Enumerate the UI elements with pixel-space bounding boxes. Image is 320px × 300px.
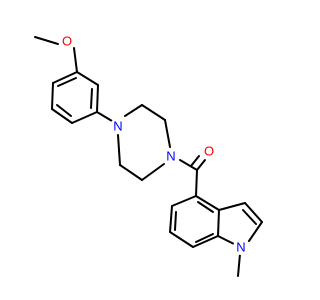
piperazine-acyl-nitrogen-label: N bbox=[163, 148, 179, 164]
piperazine-bond bbox=[124, 104, 143, 117]
pyrrole-bond bbox=[248, 221, 263, 242]
piperazine-bond bbox=[119, 164, 143, 181]
piperazine-aryl-nitrogen-text: N bbox=[113, 119, 122, 134]
carbonyl-group bbox=[179, 155, 206, 197]
piperazine-acyl-nitrogen-text: N bbox=[166, 149, 175, 164]
phenyl-double-bond bbox=[56, 104, 72, 117]
methoxy-group bbox=[34, 36, 78, 73]
carbonyl-double-bond bbox=[196, 159, 206, 171]
methoxy-oxygen-text: O bbox=[62, 34, 72, 49]
phenyl-double-bond bbox=[57, 77, 77, 87]
oxygen-to-ring-bond bbox=[73, 47, 78, 73]
n-methyl-bond bbox=[237, 253, 241, 277]
indole-benzene-bond bbox=[169, 231, 194, 248]
piperazine-bond bbox=[141, 163, 165, 181]
indole-benzene-ring bbox=[169, 195, 220, 248]
carbonyl-oxygen-text: O bbox=[204, 144, 214, 159]
phenyl-bond bbox=[96, 84, 99, 113]
indole-benzene-double-bond bbox=[195, 233, 214, 243]
carbonyl-oxygen-label: O bbox=[201, 143, 217, 159]
aryl-to-nitrogen-bond bbox=[96, 111, 113, 122]
carbonyl-double-bond bbox=[190, 155, 200, 167]
phenyl-bond bbox=[52, 71, 78, 84]
indole-benzene-bond bbox=[192, 235, 219, 248]
methoxyphenyl-ring bbox=[51, 71, 99, 124]
pyrrole-bond bbox=[244, 202, 263, 223]
phenyl-bond bbox=[51, 82, 54, 110]
phenyl-double-bond bbox=[90, 88, 93, 109]
piperazine-bond bbox=[117, 134, 121, 166]
piperazine-bond bbox=[141, 104, 166, 121]
indole-pyrrole-ring bbox=[217, 202, 263, 245]
phenyl-bond bbox=[51, 108, 73, 124]
piperazine-aryl-nitrogen-label: N bbox=[110, 118, 126, 134]
indole-benzene-bond bbox=[217, 209, 220, 237]
pyrrole-bond bbox=[218, 202, 246, 211]
indole-benzene-double-bond bbox=[197, 201, 214, 213]
methyl-to-oxygen-bond bbox=[34, 36, 59, 45]
piperazine-ring bbox=[117, 104, 171, 181]
indole-nitrogen-label: N bbox=[233, 239, 249, 255]
phenyl-bond bbox=[76, 71, 99, 86]
carbonyl-to-indole-bond bbox=[195, 169, 198, 197]
indole-benzene-bond bbox=[169, 205, 173, 233]
molecule-structure: O N N O N bbox=[34, 33, 263, 277]
indole-benzene-bond bbox=[195, 195, 220, 211]
phenyl-bond bbox=[71, 111, 98, 124]
methoxy-oxygen-label: O bbox=[59, 33, 75, 49]
indole-nitrogen-text: N bbox=[236, 240, 245, 255]
pyrrole-double-bond bbox=[242, 209, 257, 225]
piperazine-bond bbox=[164, 119, 171, 148]
pyrrole-bond bbox=[217, 235, 235, 245]
indole-benzene-double-bond bbox=[174, 211, 177, 231]
indole-benzene-bond bbox=[171, 195, 197, 207]
nitrogen-to-carbonyl-bond bbox=[179, 159, 198, 171]
